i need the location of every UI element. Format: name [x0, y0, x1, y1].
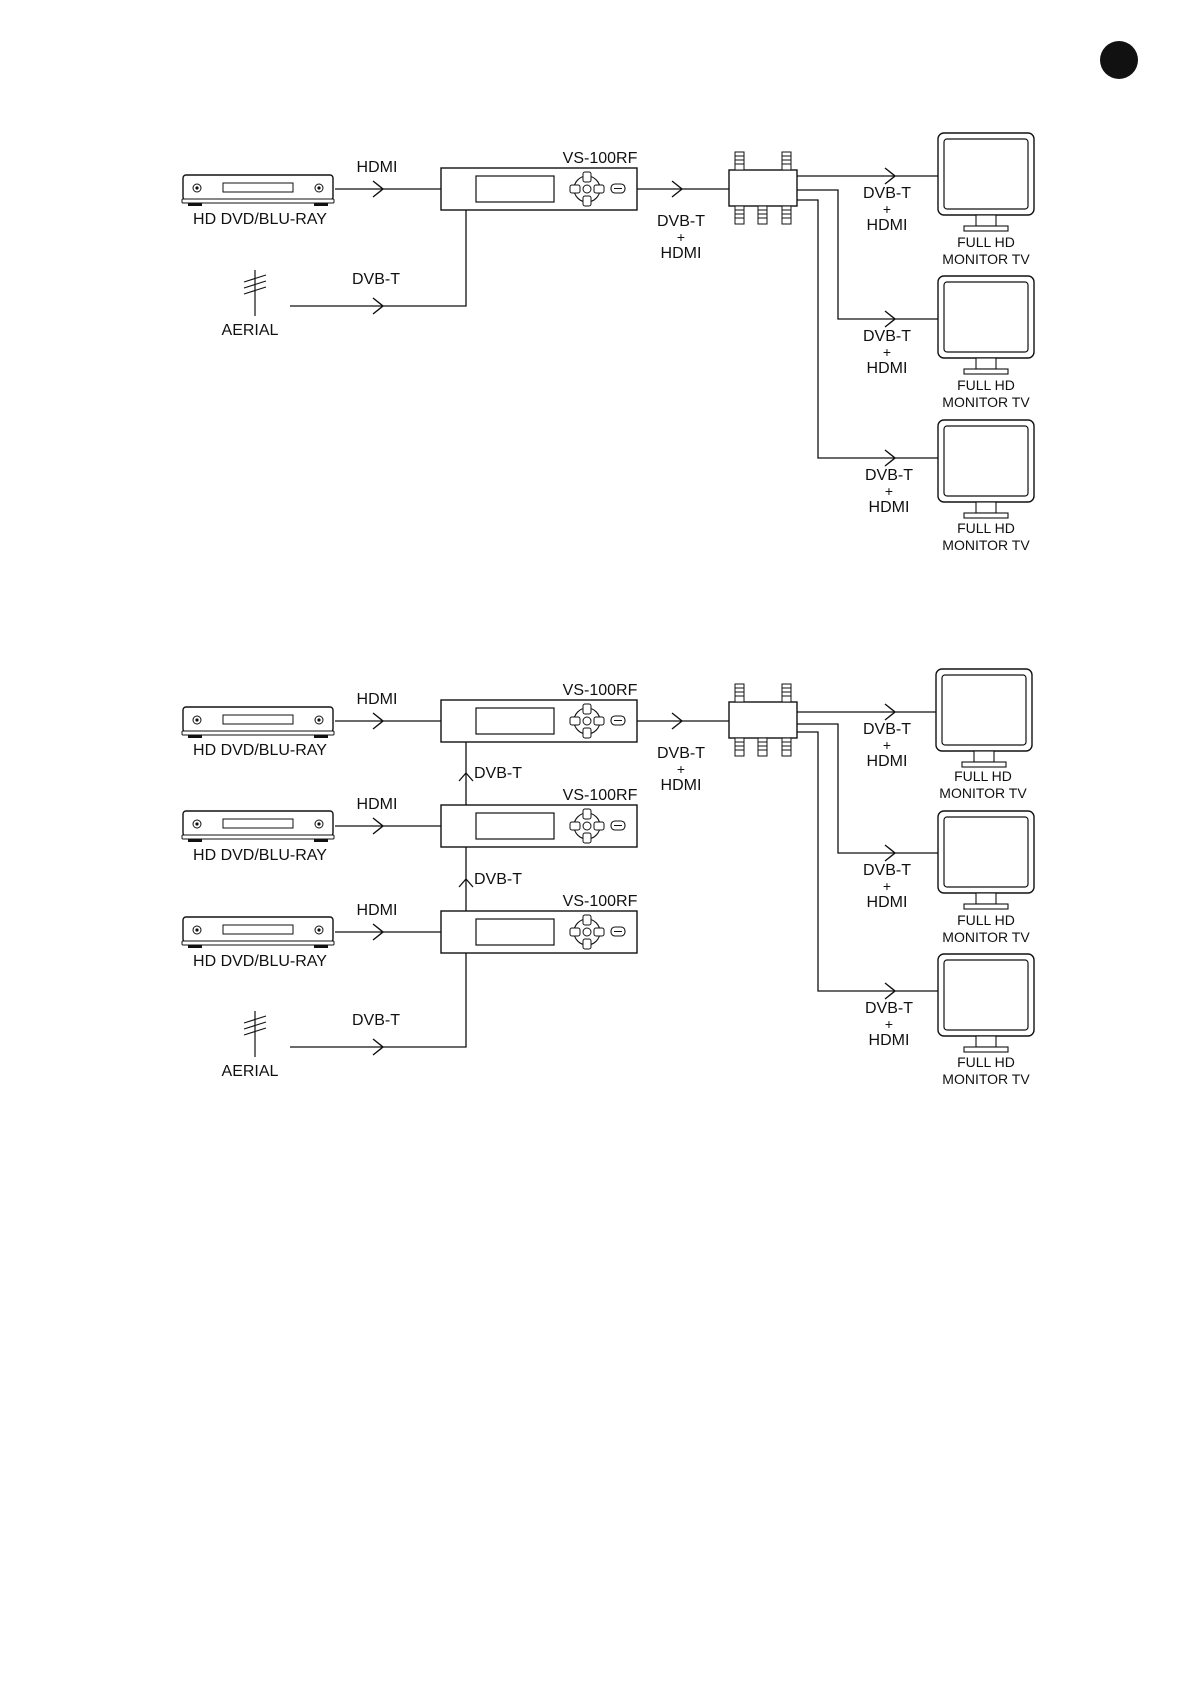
output-label-line2: + — [677, 761, 685, 777]
output-label-line1: DVB-T — [657, 745, 705, 762]
output-label-line1: DVB-T — [657, 213, 705, 230]
tv1-signal-line3: HDMI — [867, 753, 908, 770]
hdmi-label-1: HDMI — [357, 691, 398, 708]
dvbt-input-line — [290, 210, 467, 307]
tv3-name-line2: MONITOR TV — [942, 537, 1030, 553]
modulator-label-1: VS-100RF — [563, 682, 638, 699]
tv3-signal-line2: + — [885, 1016, 893, 1032]
chain-arrow-1 — [458, 772, 474, 782]
page-marker-dot — [1100, 41, 1138, 79]
modulator-device-2 — [440, 804, 638, 848]
tv2-feed-line — [797, 189, 938, 320]
tv3-name-line1: FULL HD — [957, 1054, 1015, 1070]
aerial-label: AERIAL — [222, 1063, 279, 1080]
tv1-name-line1: FULL HD — [957, 234, 1015, 250]
dvd-player-device-2 — [181, 810, 335, 843]
tv3-feed-line — [797, 731, 938, 992]
tv3-signal-line1: DVB-T — [865, 467, 913, 484]
tv3-monitor-icon — [937, 953, 1035, 1053]
tv2-name-line2: MONITOR TV — [942, 394, 1030, 410]
tv3-signal-line3: HDMI — [869, 1032, 910, 1049]
tv3-signal-line2: + — [885, 483, 893, 499]
dvd-player-device — [181, 174, 335, 207]
aerial-icon — [243, 269, 267, 317]
chain-label-2: DVB-T — [474, 871, 522, 888]
modulator-label-3: VS-100RF — [563, 893, 638, 910]
hdmi-label: HDMI — [357, 159, 398, 176]
tv3-monitor-icon — [937, 419, 1035, 519]
output-label-line3: HDMI — [661, 777, 702, 794]
tv1-monitor-icon — [935, 668, 1033, 768]
diagram-multi-source: HD DVD/BLU-RAY HD DVD/BLU-RAY HD DVD/BLU… — [181, 668, 1035, 1087]
tv1-name-line2: MONITOR TV — [939, 785, 1027, 801]
tv3-signal-line3: HDMI — [869, 499, 910, 516]
tv1-signal-line2: + — [883, 737, 891, 753]
hdmi-label-2: HDMI — [357, 796, 398, 813]
tv1-name-line1: FULL HD — [954, 768, 1012, 784]
diagram-single-source: HD DVD/BLU-RAY HDMI VS-100RF AERIAL DVB-… — [181, 132, 1035, 553]
tv1-signal-line1: DVB-T — [863, 185, 911, 202]
tv2-signal-line2: + — [883, 344, 891, 360]
modulator-device-1 — [440, 699, 638, 743]
player-label-1: HD DVD/BLU-RAY — [193, 742, 327, 759]
splitter-device — [728, 151, 798, 225]
output-label-line3: HDMI — [661, 245, 702, 262]
dvbt-input-label: DVB-T — [352, 271, 400, 288]
tv1-signal-line1: DVB-T — [863, 721, 911, 738]
hdmi-label-3: HDMI — [357, 902, 398, 919]
tv2-name-line1: FULL HD — [957, 912, 1015, 928]
dvbt-input-line — [290, 953, 467, 1048]
player-label-2: HD DVD/BLU-RAY — [193, 847, 327, 864]
tv2-feed-line — [797, 723, 938, 854]
tv1-signal-line2: + — [883, 201, 891, 217]
tv2-signal-line2: + — [883, 878, 891, 894]
tv2-name-line1: FULL HD — [957, 377, 1015, 393]
tv2-name-line2: MONITOR TV — [942, 929, 1030, 945]
dvd-player-device-1 — [181, 706, 335, 739]
aerial-label: AERIAL — [222, 322, 279, 339]
tv2-signal-line1: DVB-T — [863, 328, 911, 345]
modulator-label: VS-100RF — [563, 150, 638, 167]
dvd-player-device-3 — [181, 916, 335, 949]
tv2-monitor-icon — [937, 275, 1035, 375]
player-label: HD DVD/BLU-RAY — [193, 211, 327, 228]
tv1-monitor-icon — [937, 132, 1035, 232]
aerial-icon — [243, 1010, 267, 1058]
chain-label-1: DVB-T — [474, 765, 522, 782]
tv2-monitor-icon — [937, 810, 1035, 910]
chain-arrow-2 — [458, 878, 474, 888]
modulator-device-3 — [440, 910, 638, 954]
modulator-label-2: VS-100RF — [563, 787, 638, 804]
tv3-name-line1: FULL HD — [957, 520, 1015, 536]
tv3-signal-line1: DVB-T — [865, 1000, 913, 1017]
tv3-name-line2: MONITOR TV — [942, 1071, 1030, 1087]
tv2-signal-line3: HDMI — [867, 894, 908, 911]
tv1-name-line2: MONITOR TV — [942, 251, 1030, 267]
tv1-signal-line3: HDMI — [867, 217, 908, 234]
player-label-3: HD DVD/BLU-RAY — [193, 953, 327, 970]
output-label-line2: + — [677, 229, 685, 245]
dvbt-input-label: DVB-T — [352, 1012, 400, 1029]
tv3-feed-line — [797, 199, 938, 459]
tv2-signal-line3: HDMI — [867, 360, 908, 377]
tv2-signal-line1: DVB-T — [863, 862, 911, 879]
splitter-device — [728, 683, 798, 757]
modulator-device — [440, 167, 638, 211]
